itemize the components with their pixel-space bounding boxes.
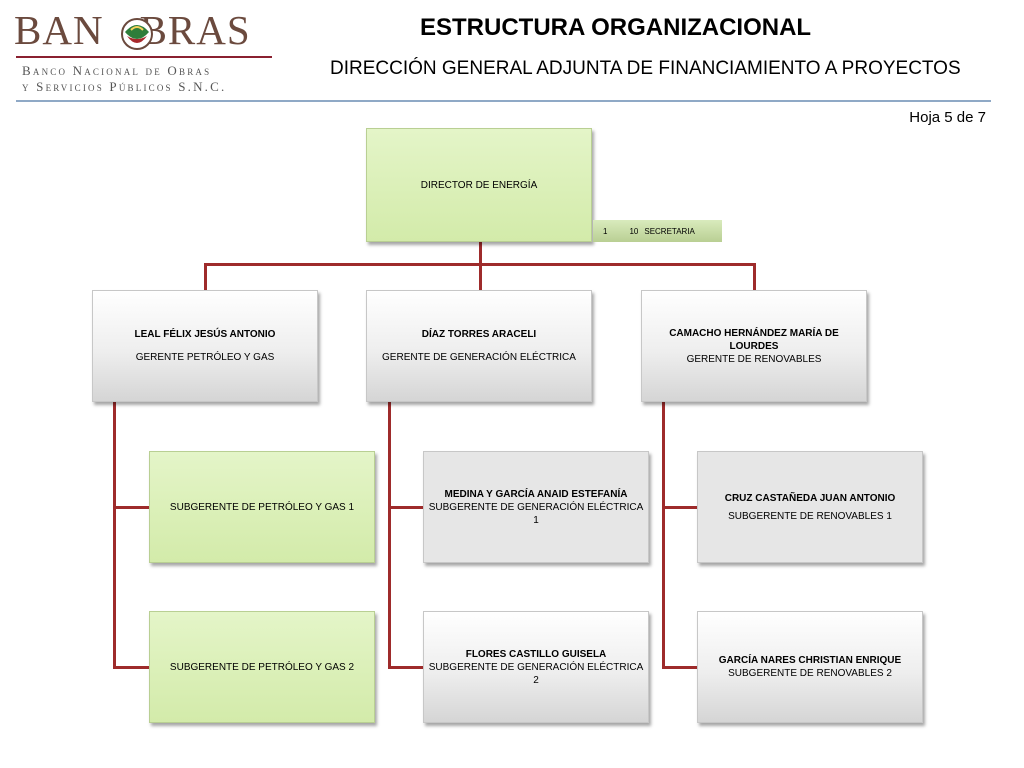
sheet-indicator: Hoja 5 de 7	[909, 109, 986, 126]
logo-bar	[16, 56, 272, 58]
logo-wordmark: BAN BRAS	[14, 6, 251, 54]
connector-generacion-2	[388, 666, 424, 669]
manager-title: GERENTE DE GENERACIÓN ELÉCTRICA	[382, 352, 576, 363]
manager-name: CAMACHO HERNÁNDEZ MARÍA DE LOURDES	[669, 327, 839, 352]
connector-manager1-down	[204, 263, 207, 290]
logo-word-left: BAN	[14, 7, 104, 53]
connector-director-down	[479, 242, 482, 265]
manager-title: GERENTE DE RENOVABLES	[686, 353, 822, 365]
manager-name: DÍAZ TORRES ARACELI	[421, 329, 537, 340]
page-subtitle: DIRECCIÓN GENERAL ADJUNTA DE FINANCIAMIE…	[330, 58, 961, 79]
manager-box-petroleo: LEAL FÉLIX JESÚS ANTONIO GERENTE PETRÓLE…	[92, 290, 318, 402]
secretary-box: 1 10 SECRETARIA	[593, 220, 722, 242]
connector-manager3-down	[753, 263, 756, 290]
subgerente-title: SUBGERENTE DE GENERACIÓN ELÉCTRICA 2	[428, 661, 644, 686]
subgerente-name: CRUZ CASTAÑEDA JUAN ANTONIO	[724, 492, 896, 504]
manager-box-renovables: CAMACHO HERNÁNDEZ MARÍA DE LOURDES GEREN…	[641, 290, 867, 402]
subgerente-petroleo-2-box: SUBGERENTE DE PETRÓLEO Y GAS 2	[149, 611, 375, 723]
logo-subtitle-line1: Banco Nacional de Obras	[22, 63, 212, 78]
subgerente-title: SUBGERENTE DE GENERACIÓN ELÉCTRICA 1	[428, 501, 644, 526]
manager-name: LEAL FÉLIX JESÚS ANTONIO	[134, 329, 276, 340]
subgerente-generacion-1-box: MEDINA Y GARCÍA ANAID ESTEFANÍA SUBGEREN…	[423, 451, 649, 563]
subgerente-renovables-2-box: GARCÍA NARES CHRISTIAN ENRIQUE SUBGERENT…	[697, 611, 923, 723]
connector-petroleo-2	[113, 666, 150, 669]
connector-generacion-vertical	[388, 401, 391, 668]
header-rule	[16, 100, 991, 102]
director-box: DIRECTOR DE ENERGÍA	[366, 128, 592, 242]
subgerente-name: MEDINA Y GARCÍA ANAID ESTEFANÍA	[444, 488, 628, 500]
connector-renovables-2	[662, 666, 698, 669]
subgerente-title: SUBGERENTE DE PETRÓLEO Y GAS 1	[169, 501, 355, 513]
manager-box-generacion: DÍAZ TORRES ARACELI GERENTE DE GENERACIÓ…	[366, 290, 592, 402]
logo-word-right: BRAS	[139, 7, 251, 53]
subgerente-renovables-1-box: CRUZ CASTAÑEDA JUAN ANTONIO SUBGERENTE D…	[697, 451, 923, 563]
secretary-num1: 1	[603, 226, 608, 236]
subgerente-name: FLORES CASTILLO GUISELA	[465, 648, 607, 660]
subgerente-name: GARCÍA NARES CHRISTIAN ENRIQUE	[718, 655, 902, 666]
logo-subtitle-line2: y Servicios Públicos S.N.C.	[22, 79, 227, 94]
director-title: DIRECTOR DE ENERGÍA	[420, 179, 538, 191]
connector-petroleo-1	[113, 506, 150, 509]
subgerente-title: SUBGERENTE DE RENOVABLES 2	[728, 668, 892, 679]
connector-petroleo-vertical	[113, 401, 116, 668]
page-title: ESTRUCTURA ORGANIZACIONAL	[420, 14, 812, 41]
connector-manager2-down	[479, 263, 482, 290]
subgerente-generacion-2-box: FLORES CASTILLO GUISELA SUBGERENTE DE GE…	[423, 611, 649, 723]
secretary-num2: 10	[629, 226, 639, 236]
connector-renovables-1	[662, 506, 698, 509]
manager-title: GERENTE PETRÓLEO Y GAS	[135, 352, 275, 363]
connector-renovables-vertical	[662, 401, 665, 668]
logo-emblem-icon	[121, 18, 153, 50]
banobras-logo: BAN BRAS Banco Nacional de Obras y Servic…	[14, 6, 276, 96]
secretary-label: SECRETARIA	[644, 226, 695, 236]
subgerente-title: SUBGERENTE DE RENOVABLES 1	[728, 510, 892, 522]
subgerente-petroleo-1-box: SUBGERENTE DE PETRÓLEO Y GAS 1	[149, 451, 375, 563]
subgerente-title: SUBGERENTE DE PETRÓLEO Y GAS 2	[169, 661, 355, 673]
connector-generacion-1	[388, 506, 424, 509]
